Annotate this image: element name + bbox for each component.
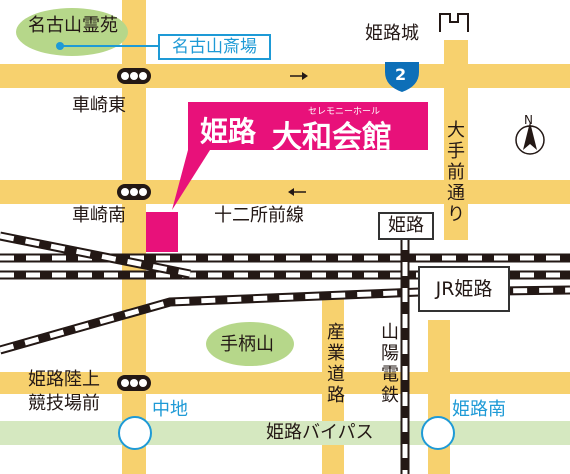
label-nakachi: 中地 xyxy=(152,399,188,420)
signal-kurumazaki-minami xyxy=(117,184,151,200)
venue-marker xyxy=(146,212,178,252)
label-bypass: 姫路バイパス xyxy=(266,422,374,443)
label-sanyo-dentetsu: 山陽電鉄 xyxy=(381,322,399,406)
ic-himejiminami-marker xyxy=(421,416,455,450)
signal-rikujo xyxy=(117,375,151,391)
arrow-west-icon xyxy=(288,188,306,196)
road-junisho-horizontal xyxy=(0,180,570,204)
road-top-horizontal xyxy=(0,64,570,88)
road-otemae-vertical xyxy=(444,40,468,240)
railway-diagonal-upper xyxy=(0,231,191,279)
label-sangyo-doro: 産業道路 xyxy=(327,322,345,406)
signal-kurumazaki-higashi xyxy=(117,68,151,84)
label-nagoyama-saijo: 名古山斎場 xyxy=(158,34,271,60)
park-nagoyama xyxy=(16,8,128,56)
venue-brand: 大和会館 xyxy=(272,120,392,155)
label-jr-himeji: JR姫路 xyxy=(418,266,510,312)
label-tegarayama: 手柄山 xyxy=(220,334,274,355)
venue-ruby: セレモニーホール xyxy=(308,107,381,117)
label-kurumazaki-minami: 車崎南 xyxy=(72,205,126,226)
label-junisho-sen: 十二所前線 xyxy=(214,205,304,226)
label-kurumazaki-higashi: 車崎東 xyxy=(72,95,126,116)
north-arrow-icon xyxy=(515,122,545,155)
label-rikujo-line2: 競技場前 xyxy=(28,393,100,414)
venue-name: 姫路 xyxy=(200,115,257,148)
label-route-number: 2 xyxy=(395,65,407,84)
road-himejiminami-vertical xyxy=(428,320,450,474)
label-himeji-castle: 姫路城 xyxy=(365,23,419,44)
venue-pointer xyxy=(172,150,210,210)
castle-symbol xyxy=(439,13,469,32)
label-nagoyama-reien: 名古山霊苑 xyxy=(28,15,118,36)
ic-nakachi-marker xyxy=(118,416,152,450)
saijo-dot xyxy=(56,42,64,50)
label-himeji-station: 姫路 xyxy=(378,212,434,240)
park-tegarayama xyxy=(206,322,294,366)
arrow-east-icon xyxy=(290,72,308,80)
label-north: N xyxy=(524,113,533,127)
route-shield xyxy=(385,62,419,92)
road-bypass xyxy=(0,421,570,445)
label-otemae-dori: 大手前通り xyxy=(447,120,465,225)
label-himeji-minami: 姫路南 xyxy=(452,399,506,420)
venue-banner: 姫路 セレモニーホール 大和会館 xyxy=(188,102,428,155)
label-rikujo-line1: 姫路陸上 xyxy=(28,369,100,390)
